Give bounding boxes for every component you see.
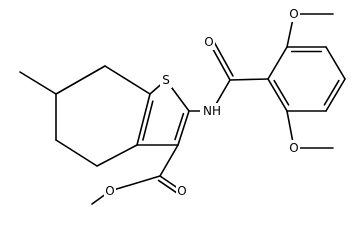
benzene-bond-4-5 [325, 78, 346, 112]
benzene-bond-3-4 [325, 46, 346, 80]
bond-layer [19, 13, 346, 205]
ester-carbonyl-oxygen-label: O [177, 184, 186, 198]
ester-single-bond [109, 175, 161, 192]
amide-nitrogen-label: NH [203, 104, 221, 118]
atom-label-layer: S NH O O O O O [104, 6, 300, 199]
amide-nitrogen-atom: NH [200, 103, 224, 119]
sulfur-atom: S [160, 72, 172, 88]
amide-oxygen-label: O [204, 35, 213, 49]
benzene-double-bond-4-5 [323, 79, 340, 106]
ring-double-bond-c7a-c3a [142, 100, 154, 141]
thiophene-bond-c2-c3 [177, 110, 190, 146]
molecule-structure: S NH O O O O O [19, 6, 346, 205]
benzene-double-bond-6-1 [273, 79, 290, 106]
molecule-canvas: S NH O O O O O [19, 6, 346, 205]
ester-single-oxygen-label: O [105, 184, 114, 198]
amide-carbonyl-double-bond [213, 40, 234, 77]
benzene-bond-6-1 [267, 78, 288, 112]
ester-carbonyl-oxygen-atom: O [176, 183, 188, 199]
benzene-bond-1-2 [267, 46, 288, 80]
bottom-methoxy-oxygen-label: O [289, 141, 298, 155]
amide-oxygen-atom: O [203, 34, 215, 50]
ester-bond-c3-c [159, 144, 179, 177]
ester-single-oxygen-atom: O [104, 183, 116, 199]
ring-bond-c4-c5 [55, 139, 98, 167]
ring-bond-c3a-c4 [96, 144, 138, 167]
sulfur-label: S [162, 73, 170, 87]
top-methoxy-oxygen-atom: O [288, 6, 300, 22]
ring-bond-c7a-c3a [136, 93, 151, 146]
ester-carbonyl-double-bond [157, 179, 180, 195]
bottom-methoxy-oxygen-atom: O [288, 140, 300, 156]
thiophene-double-bond-c2-c3 [174, 112, 185, 141]
ring-bond-c6-c7 [55, 65, 106, 95]
amide-bond-c-aryl [229, 78, 269, 81]
methyl-bond [19, 71, 57, 95]
top-methoxy-oxygen-label: O [289, 7, 298, 21]
ring-bond-c7-c7a [104, 65, 151, 95]
